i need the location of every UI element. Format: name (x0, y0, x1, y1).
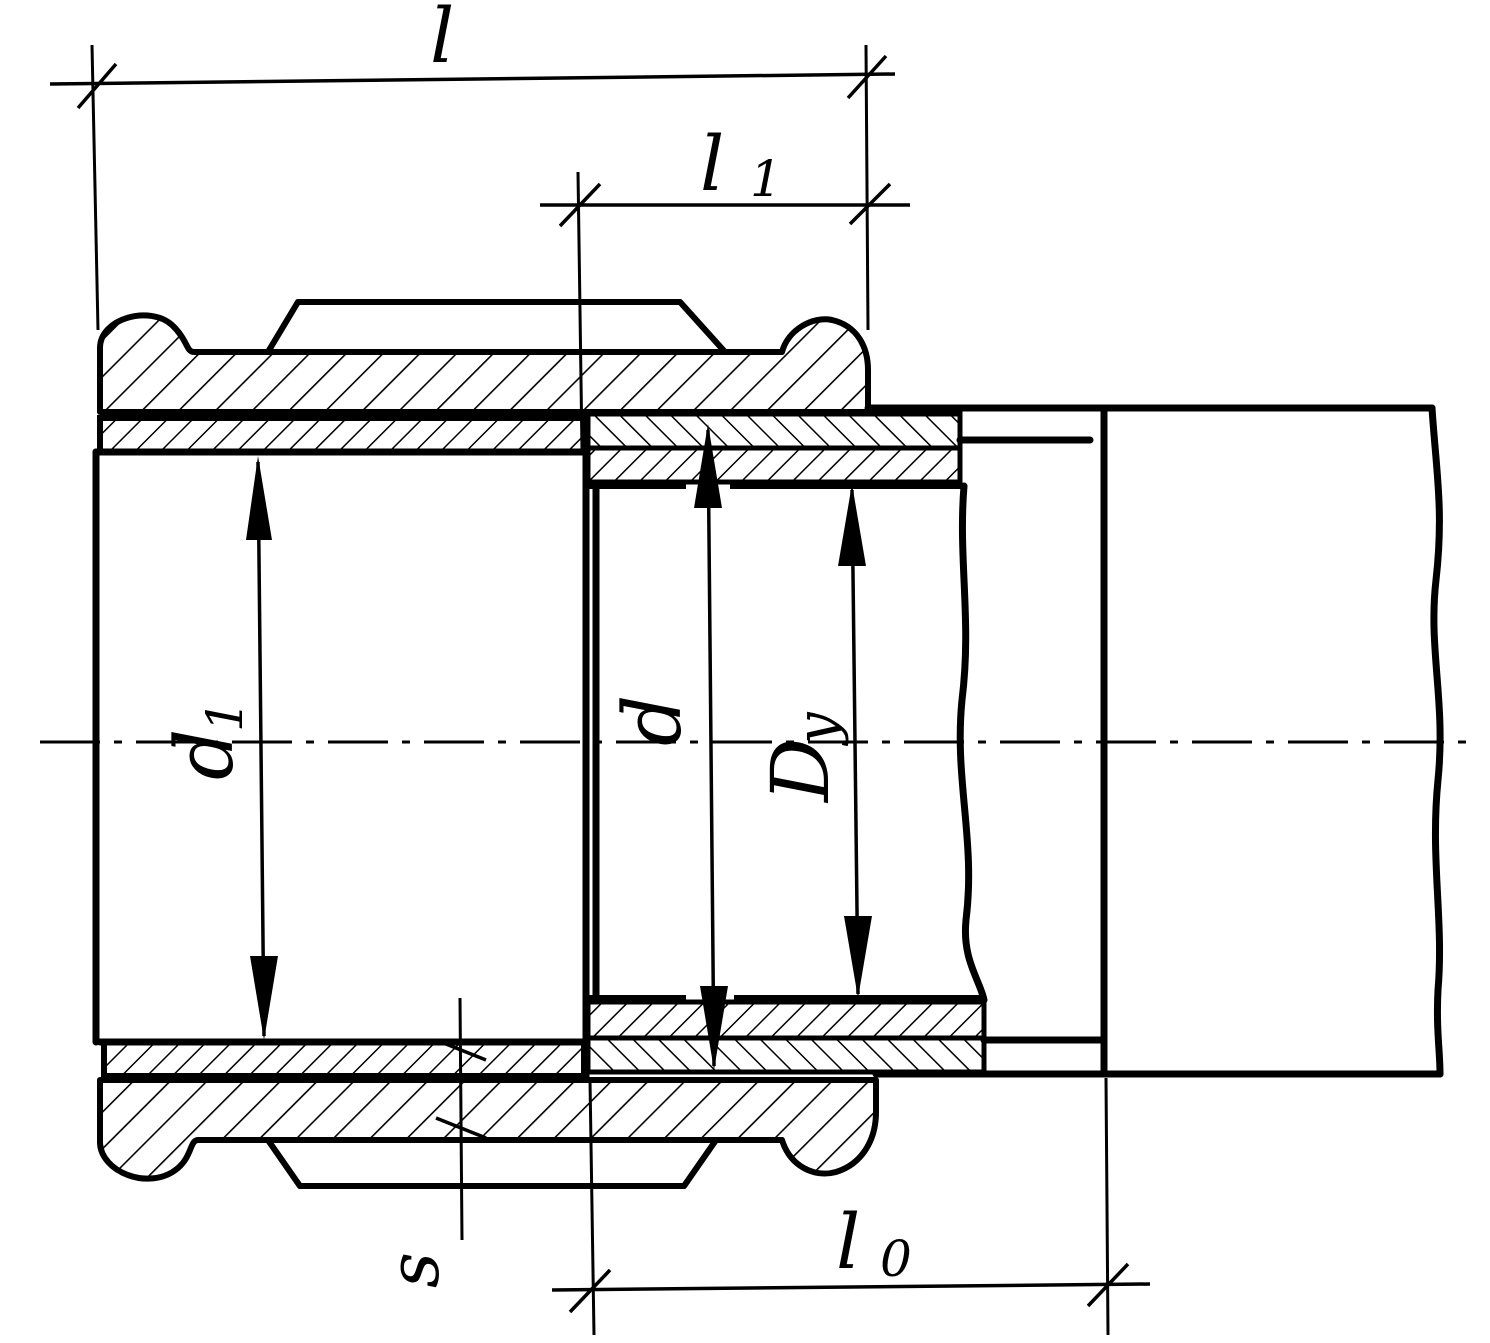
insert-upper (585, 411, 964, 489)
extension-lines (90, 44, 1110, 1336)
dimension-l0 (551, 1262, 1151, 1314)
label-l0: l 0 (836, 1197, 912, 1288)
dimension-l1 (540, 182, 910, 228)
insert-lower (585, 995, 987, 1075)
lining-lower-left (101, 1039, 587, 1079)
coupling-body-upper (97, 299, 871, 415)
dimension-s (435, 1038, 487, 1140)
svg-text:y: y (785, 711, 850, 747)
svg-text:1: 1 (196, 700, 254, 732)
dimension-dy (838, 484, 872, 998)
svg-text:l: l (836, 1197, 860, 1286)
dimension-d1 (246, 456, 278, 1040)
dimension-d (694, 424, 728, 1070)
label-d1: d 1 (158, 700, 254, 780)
svg-text:d: d (158, 729, 251, 780)
svg-text:1: 1 (750, 150, 782, 208)
svg-text:s: s (373, 1252, 455, 1288)
outlines (92, 404, 1444, 1082)
label-l1: l 1 (700, 119, 782, 208)
coupling-body-lower (97, 1077, 879, 1189)
dimension-l (49, 54, 896, 110)
svg-text:D: D (754, 738, 847, 804)
svg-text:d: d (606, 695, 699, 746)
label-dy: D y (754, 711, 850, 804)
lining-upper-left (97, 415, 587, 455)
label-l: l (430, 0, 454, 80)
label-s: s (373, 1252, 455, 1288)
svg-text:l: l (700, 119, 724, 208)
label-d: d (606, 695, 699, 746)
svg-text:0: 0 (880, 1230, 912, 1288)
